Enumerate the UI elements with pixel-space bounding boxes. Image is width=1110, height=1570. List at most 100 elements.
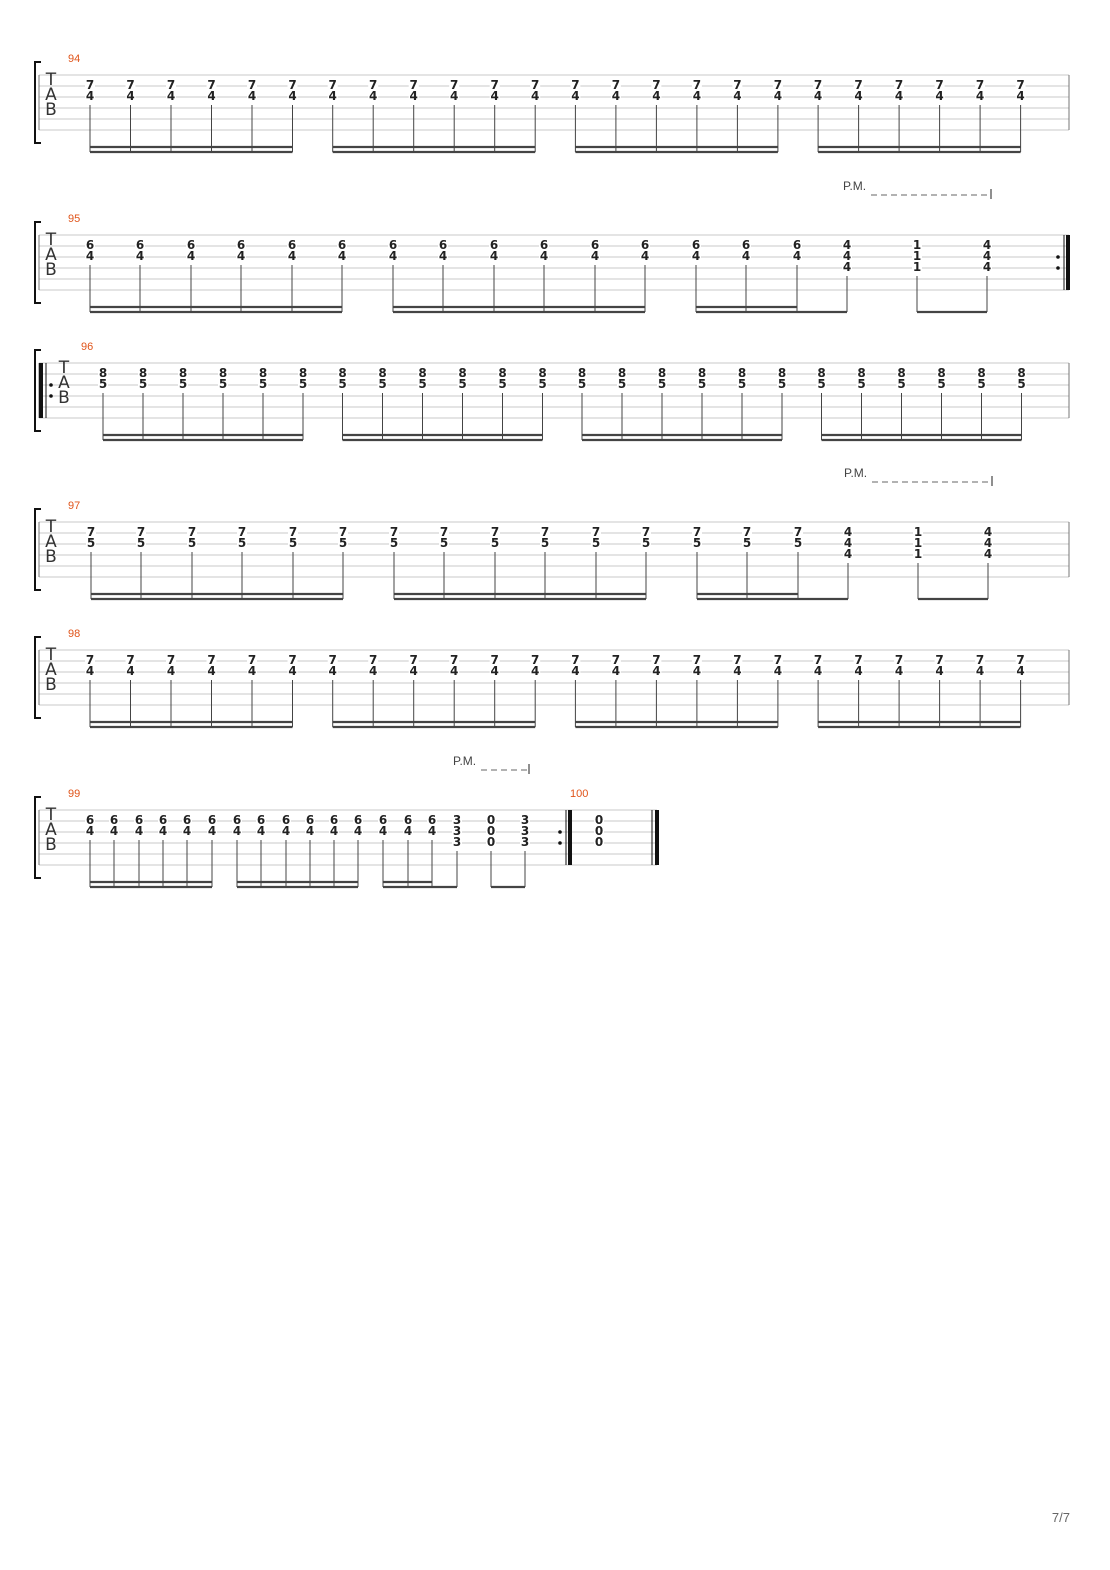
fret-bg xyxy=(530,654,541,665)
fret-number: 5 xyxy=(137,536,145,550)
fret-bg xyxy=(640,239,650,250)
fret-number: 4 xyxy=(237,249,245,263)
fret-bg xyxy=(187,537,197,548)
fret-bg xyxy=(182,814,192,825)
fret-number: 5 xyxy=(817,377,825,391)
fret-bg xyxy=(439,526,449,537)
fret-number: 6 xyxy=(183,813,191,827)
fret-bg xyxy=(975,654,986,665)
fret-bg xyxy=(218,367,228,378)
fret-bg xyxy=(98,378,108,389)
fret-bg xyxy=(206,654,217,665)
fret-bg xyxy=(842,261,852,272)
fret-bg xyxy=(166,90,176,101)
fret-bg xyxy=(337,250,347,261)
fret-number: 4 xyxy=(379,824,387,838)
fret-bg xyxy=(983,537,993,548)
fret-number: 5 xyxy=(794,536,802,550)
repeat-dot xyxy=(1056,266,1060,270)
fret-bg xyxy=(497,378,508,389)
fret-number: 7 xyxy=(693,78,701,92)
fret-number: 7 xyxy=(450,78,458,92)
fret-bg xyxy=(85,239,95,250)
fret-bg xyxy=(982,239,992,250)
fret-bg xyxy=(651,90,662,101)
fret-bg xyxy=(135,239,145,250)
fret-number: 4 xyxy=(126,89,134,103)
fret-bg xyxy=(256,825,266,836)
fret-number: 5 xyxy=(491,536,499,550)
fret-bg xyxy=(178,367,188,378)
fret-bg xyxy=(452,836,462,847)
fret-bg xyxy=(486,836,496,847)
fret-bg xyxy=(187,526,197,537)
fret-number: 4 xyxy=(329,664,337,678)
fret-number: 5 xyxy=(338,377,346,391)
fret-number: 7 xyxy=(895,653,903,667)
fret-number: 6 xyxy=(257,813,265,827)
fret-number: 4 xyxy=(984,547,992,561)
fret-bg xyxy=(377,378,388,389)
fret-number: 6 xyxy=(439,238,447,252)
fret-number: 5 xyxy=(418,377,426,391)
fret-number: 8 xyxy=(738,366,746,380)
fret-number: 6 xyxy=(490,238,498,252)
fret-bg xyxy=(281,814,291,825)
fret-number: 4 xyxy=(843,260,851,274)
fret-bg xyxy=(166,654,176,665)
fret-number: 4 xyxy=(844,547,852,561)
fret-number: 0 xyxy=(487,813,495,827)
fret-number: 7 xyxy=(167,653,175,667)
fret-bg xyxy=(178,378,188,389)
fret-bg xyxy=(570,79,581,90)
fret-number: 7 xyxy=(814,78,822,92)
fret-bg xyxy=(85,90,95,101)
fret-number: 4 xyxy=(976,664,984,678)
fret-number: 5 xyxy=(378,377,386,391)
fret-bg xyxy=(438,250,448,261)
fret-bg xyxy=(657,378,667,389)
fret-number: 6 xyxy=(187,238,195,252)
fret-bg xyxy=(853,654,864,665)
fret-number: 7 xyxy=(289,525,297,539)
fret-number: 6 xyxy=(306,813,314,827)
fret-bg xyxy=(816,378,827,389)
fret-bg xyxy=(337,378,348,389)
fret-bg xyxy=(125,665,136,676)
tab-clef-letter: T xyxy=(45,517,57,537)
fret-number: 3 xyxy=(453,824,461,838)
fret-number: 6 xyxy=(354,813,362,827)
fret-bg xyxy=(853,79,864,90)
fret-bg xyxy=(85,250,95,261)
fret-number: 5 xyxy=(498,377,506,391)
fret-number: 0 xyxy=(595,813,603,827)
fret-number: 1 xyxy=(914,547,922,561)
fret-bg xyxy=(125,654,136,665)
fret-number: 6 xyxy=(237,238,245,252)
fret-bg xyxy=(894,665,905,676)
fret-bg xyxy=(134,825,144,836)
fret-number: 4 xyxy=(814,664,822,678)
fret-bg xyxy=(813,654,824,665)
fret-number: 6 xyxy=(428,813,436,827)
fret-bg xyxy=(913,526,923,537)
fret-number: 0 xyxy=(595,835,603,849)
fret-number: 4 xyxy=(843,249,851,263)
fret-bg xyxy=(166,665,176,676)
fret-number: 7 xyxy=(491,653,499,667)
fret-bg xyxy=(896,378,907,389)
fret-number: 7 xyxy=(935,653,943,667)
fret-number: 6 xyxy=(288,238,296,252)
fret-bg xyxy=(449,665,460,676)
fret-bg xyxy=(489,665,500,676)
fret-number: 6 xyxy=(135,813,143,827)
fret-bg xyxy=(218,378,228,389)
fret-number: 7 xyxy=(733,78,741,92)
fret-bg xyxy=(691,239,701,250)
tab-clef-letter: T xyxy=(58,358,70,378)
bar-number: 96 xyxy=(81,341,93,353)
fret-number: 7 xyxy=(693,525,701,539)
fret-bg xyxy=(591,537,601,548)
fret-number: 5 xyxy=(390,536,398,550)
